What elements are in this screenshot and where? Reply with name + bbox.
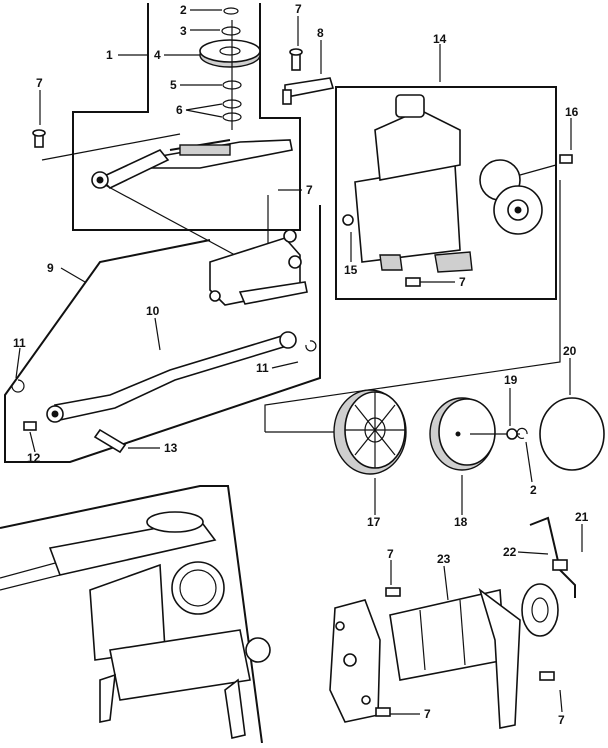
callout-23: 23	[437, 552, 451, 566]
callout-17: 17	[367, 515, 381, 529]
callout-19: 19	[504, 373, 518, 387]
callout-18: 18	[454, 515, 468, 529]
washer-19-clip-2	[506, 427, 528, 440]
motor-box-frame	[335, 86, 557, 300]
leader-lines	[15, 9, 583, 715]
callout-21: 21	[575, 510, 589, 524]
group-9-frame	[4, 205, 321, 463]
callout-7-bottom-right: 7	[558, 713, 565, 727]
screw-left	[32, 129, 46, 148]
callout-8: 8	[317, 26, 324, 40]
bracket-assembly	[209, 229, 308, 306]
callout-9: 9	[47, 261, 54, 275]
group-1-frame	[72, 3, 301, 231]
callout-7-left: 7	[36, 76, 43, 90]
motor-assembly	[342, 94, 573, 287]
callout-2-top: 2	[180, 3, 187, 17]
callout-12: 12	[27, 451, 41, 465]
callout-16: 16	[565, 105, 579, 119]
assembly-23	[329, 516, 576, 729]
callout-7-box: 7	[459, 275, 466, 289]
callout-2-bottom: 2	[530, 483, 537, 497]
callout-15: 15	[344, 263, 358, 277]
screw-and-bracket-top	[282, 48, 335, 105]
callout-7-mid: 7	[306, 183, 313, 197]
link-arm-10	[46, 331, 297, 423]
callout-3: 3	[180, 24, 187, 38]
callout-1: 1	[106, 48, 113, 62]
callout-7-top: 7	[295, 2, 302, 16]
callout-6: 6	[176, 103, 183, 117]
rack-lever	[91, 139, 293, 189]
callout-11-left: 11	[13, 336, 26, 350]
disc-20	[539, 397, 605, 471]
callout-10: 10	[146, 304, 160, 318]
wheel-17	[333, 389, 407, 475]
small-parts-9	[11, 340, 317, 454]
gear-stack	[199, 7, 261, 130]
callout-5: 5	[170, 78, 177, 92]
callout-7-bottom: 7	[387, 547, 394, 561]
callout-4: 4	[154, 48, 161, 62]
assembled-view-left	[0, 485, 271, 744]
callout-13: 13	[164, 441, 178, 455]
cap-18	[429, 397, 496, 471]
callout-20: 20	[563, 344, 577, 358]
callout-7-bottom-mid: 7	[424, 707, 431, 721]
callout-14: 14	[433, 32, 447, 46]
callout-22: 22	[503, 545, 517, 559]
callout-11-right: 11	[256, 361, 269, 375]
